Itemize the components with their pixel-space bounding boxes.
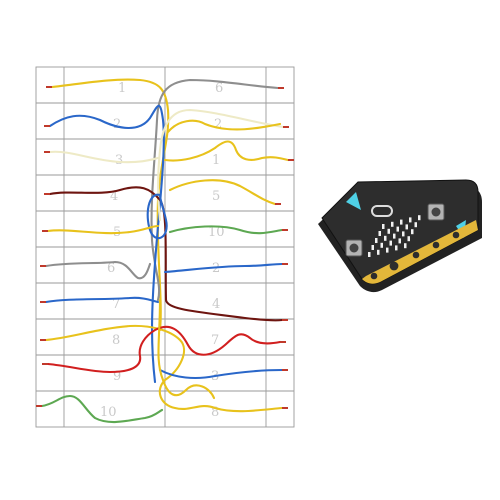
led: [411, 229, 414, 235]
led: [371, 245, 374, 250]
led: [395, 245, 398, 251]
right-row-number: 2: [212, 261, 220, 276]
wire-yellow-8: [44, 324, 284, 413]
edge-pad-hole: [370, 272, 378, 280]
led: [375, 238, 378, 243]
right-row-number: 4: [212, 297, 220, 312]
right-row-number: 6: [215, 81, 223, 96]
left-row-number: 1: [118, 81, 126, 96]
wire-maroon-4: [48, 186, 284, 322]
led: [387, 228, 390, 234]
led: [414, 222, 417, 228]
wire-blue-2: [48, 104, 165, 384]
wire-yellow-5: [46, 224, 160, 235]
edge-pad-hole: [389, 261, 399, 271]
right-row-number: 1: [212, 153, 220, 168]
led: [389, 240, 392, 246]
led: [404, 243, 407, 249]
led: [402, 231, 405, 237]
led: [398, 238, 401, 244]
right-row-number: 2: [214, 117, 222, 132]
led: [386, 247, 389, 253]
right-row-number: 7: [211, 333, 219, 348]
led: [382, 224, 385, 229]
led: [405, 224, 408, 230]
left-row-number: 7: [112, 297, 120, 312]
button-a-cap[interactable]: [349, 243, 359, 253]
led: [418, 215, 421, 221]
led: [380, 242, 383, 248]
wire-yellow-1: [50, 78, 170, 332]
wire-yellow-2: [166, 119, 282, 134]
led: [378, 231, 381, 236]
wire-yellow-9: [157, 298, 216, 400]
wires: [40, 78, 290, 424]
right-row-number: 5: [212, 189, 220, 204]
right-row-number: 10: [208, 225, 225, 240]
left-row-number: 9: [113, 369, 121, 384]
led: [377, 249, 380, 255]
cyan-accent-left: [346, 192, 361, 210]
led: [384, 235, 387, 241]
led-matrix-icon: [368, 215, 421, 257]
wire-red-8: [46, 325, 282, 374]
edge-connector-icon: [362, 220, 478, 284]
button-b-cap[interactable]: [431, 207, 441, 217]
led: [407, 236, 410, 242]
left-row-number: 10: [100, 405, 117, 420]
right-row-number: 8: [211, 405, 219, 420]
wire-tips: [36, 86, 294, 409]
left-row-number: 6: [107, 261, 115, 276]
wire-blue-6: [163, 262, 284, 274]
led: [393, 233, 396, 239]
led: [409, 217, 412, 223]
wire-blue-loop: [146, 193, 168, 240]
logo-icon: [371, 205, 393, 217]
row-numbers: 1 2 3 4 5 6 7 8 9 10 6 2 1 5 10 2 4 7 3 …: [100, 81, 225, 420]
wire-yellow-3: [163, 140, 290, 162]
wire-green-5: [168, 225, 284, 235]
wire-gray-1: [150, 78, 280, 302]
left-row-number: 8: [112, 333, 120, 348]
left-row-number: 4: [110, 189, 118, 204]
led: [400, 219, 403, 225]
wire-blue-7: [44, 296, 160, 304]
led: [391, 221, 394, 227]
microbit-board: [318, 179, 482, 293]
left-row-number: 3: [115, 153, 123, 168]
wire-yellow-4: [168, 179, 277, 206]
led: [396, 226, 399, 232]
wire-blue-9: [158, 368, 284, 380]
wire-green-10: [40, 394, 164, 424]
left-row-number: 2: [113, 117, 121, 132]
wire-cream-3: [48, 150, 160, 164]
wire-cream-2: [157, 108, 285, 222]
wire-gray-6: [44, 260, 152, 280]
edge-pad-hole: [432, 241, 440, 249]
led: [368, 252, 371, 257]
edge-pad-hole: [452, 231, 460, 239]
edge-pad-hole: [412, 251, 420, 259]
